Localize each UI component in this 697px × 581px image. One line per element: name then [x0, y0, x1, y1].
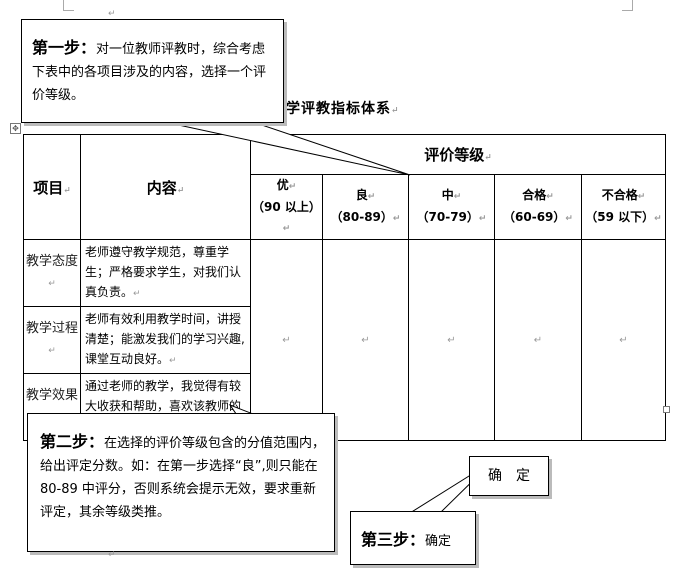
grade-header-fail: 不合格↵（59 以下）↵ — [581, 174, 666, 240]
row-content-process: 老师有效利用教学时间，讲授清楚；能激发我们的学习兴趣,课堂互动良好。↵ — [80, 306, 251, 374]
row-content-attitude: 老师遵守教学规范，尊重学生；严格要求学生，对我们认真负责。↵ — [80, 239, 251, 307]
paragraph-mark: ↵ — [108, 550, 116, 560]
table-resize-handle[interactable] — [663, 406, 670, 413]
step2-callout: 第二步：在选择的评价等级包含的分值范围内，给出评定分数。如：在第一步选择“良”,… — [27, 413, 335, 552]
step3-callout: 第三步：确定 — [350, 511, 476, 565]
step2-title: 第二步： — [40, 432, 105, 451]
grade-header-pass: 合格↵（60-69）↵ — [494, 174, 582, 240]
document-title: 学评教指标体系↵ — [286, 101, 400, 117]
step1-callout: 第一步：对一位教师评教时，综合考虑下表中的各项目涉及的内容，选择一个评价等级。 — [21, 19, 284, 123]
row-item-process: 教学过程↵ — [23, 306, 81, 374]
paragraph-mark: ↵ — [108, 9, 116, 19]
step3-text: 确定 — [425, 534, 452, 549]
row-item-attitude: 教学态度↵ — [23, 239, 81, 307]
table-move-handle[interactable]: ✥ — [10, 123, 21, 134]
step3-title: 第三步： — [361, 530, 426, 549]
score-cell-excellent[interactable]: ↵ — [250, 239, 323, 441]
grade-header-good: 良↵（80-89）↵ — [322, 174, 409, 240]
step1-title: 第一步： — [32, 38, 97, 57]
confirm-button[interactable]: 确 定 — [469, 456, 549, 496]
score-cell-good[interactable]: ↵ — [322, 239, 409, 441]
step2-text: 在选择的评价等级包含的分值范围内，给出评定分数。如：在第一步选择“良”,则只能在… — [40, 436, 326, 520]
score-cell-fail[interactable]: ↵ — [581, 239, 666, 441]
page-corner-mark-right — [622, 0, 633, 11]
score-cell-medium[interactable]: ↵ — [408, 239, 495, 441]
page-corner-mark-left — [63, 0, 74, 11]
grade-header-medium: 中↵（70-79）↵ — [408, 174, 495, 240]
header-content: 内容↵ — [80, 134, 251, 240]
step1-text: 对一位教师评教时，综合考虑下表中的各项目涉及的内容，选择一个评价等级。 — [32, 42, 267, 103]
